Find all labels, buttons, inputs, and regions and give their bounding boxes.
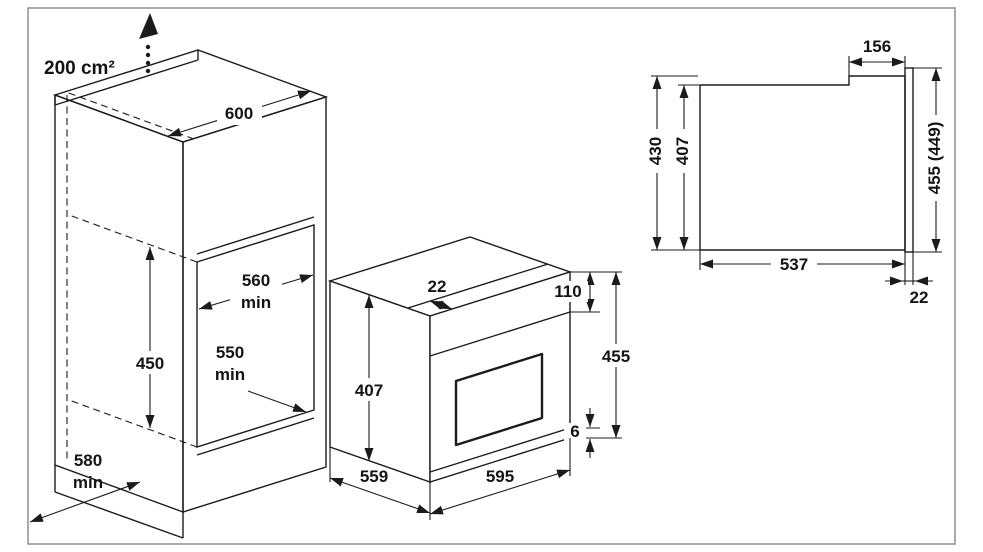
sideview-top-recess-dim-label: 156 — [863, 37, 891, 56]
plinth-depth-dim-label: 580 — [74, 451, 102, 470]
diagram-border — [27, 7, 956, 545]
oven-bottom-gap-dim-label: 6 — [570, 422, 579, 441]
sideview-front-height-dim-label: 455 (449) — [925, 122, 944, 195]
oven-isometric-drawing: 22 407 110 6 455 559 595 — [327, 236, 635, 520]
niche-depth-dim-label: 550 — [216, 343, 244, 362]
plinth-depth-min-label: min — [73, 473, 103, 492]
oven-front-height-dim-label: 455 — [602, 347, 630, 366]
sideview-clearance-height-dim-label: 430 — [646, 137, 665, 165]
cabinet-width-dim-label: 600 — [225, 104, 253, 123]
niche-width-dim-label: 560 — [242, 271, 270, 290]
sideview-body-height-dim-label: 407 — [673, 137, 692, 165]
sideview-door-thickness-dim-label: 22 — [910, 288, 929, 307]
oven-body-height-dim-label: 407 — [355, 381, 383, 400]
oven-door-profile — [904, 67, 914, 253]
niche-depth-min-label: min — [215, 365, 245, 384]
niche-width-min-label: min — [241, 293, 271, 312]
housing-unit-drawing: 600 560 min 450 550 min 580 min 200 cm² — [29, 13, 329, 539]
oven-front-width-dim-label: 595 — [486, 467, 514, 486]
oven-panel-height-dim-label: 110 — [554, 282, 581, 301]
oven-door-window — [454, 352, 544, 447]
oven-top-recess-dim-label: 22 — [428, 277, 447, 296]
ventilation-area-label: 200 cm² — [44, 58, 115, 79]
niche-height-dim-label: 450 — [136, 354, 164, 373]
sideview-body-depth-dim-label: 537 — [780, 255, 808, 274]
oven-depth-dim-label: 559 — [360, 467, 388, 486]
ventilation-arrow-icon — [139, 13, 158, 74]
oven-side-view-drawing: 156 430 407 455 (449) 537 22 — [645, 37, 949, 307]
